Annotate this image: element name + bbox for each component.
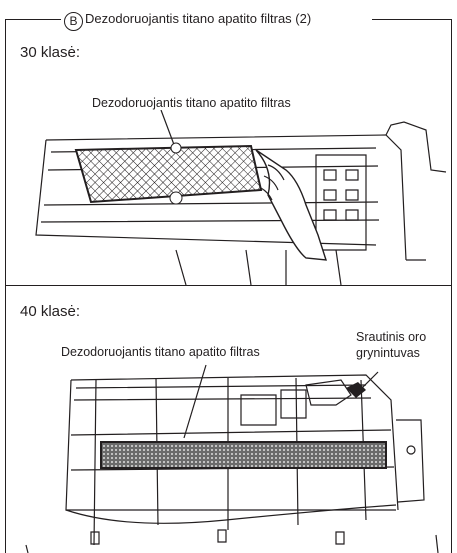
outer-frame — [5, 19, 452, 553]
class-40-illustration — [25, 364, 439, 553]
filter-mesh-40 — [100, 441, 387, 469]
purifier-callout-line1: Srautinis oro — [356, 330, 427, 344]
frame-top-right-line — [372, 19, 452, 20]
frame-top-left-line — [5, 19, 61, 20]
class-40-label: 40 klasė: — [20, 303, 81, 320]
filter-leader-line — [183, 364, 207, 439]
header-title: Dezodoruojantis titano apatito filtras (… — [85, 11, 312, 26]
hand-drawing — [255, 149, 327, 261]
class-30-filter-callout: Dezodoruojantis titano apatito filtras — [92, 96, 291, 110]
purifier-unit — [346, 382, 366, 398]
circled-b-mark: B — [64, 12, 83, 31]
filter-tab-bottom — [169, 191, 183, 205]
class-30-illustration — [35, 110, 447, 285]
class-30-label: 30 klasė: — [20, 44, 81, 61]
class-40-filter-callout: Dezodoruojantis titano apatito filtras — [61, 345, 260, 359]
filter-tab — [170, 142, 182, 154]
purifier-callout-line2: grynintuvas — [356, 346, 420, 360]
filter-mesh — [74, 144, 263, 204]
section-divider — [5, 285, 452, 286]
